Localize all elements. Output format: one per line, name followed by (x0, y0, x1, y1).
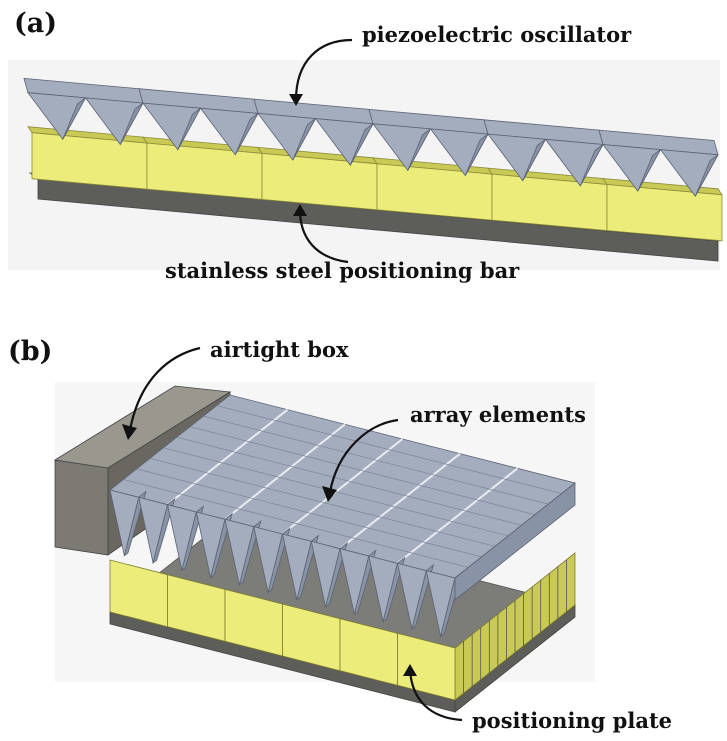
oscillator-prism-side (522, 138, 546, 181)
array-row-line (176, 436, 522, 526)
array-elements (109, 394, 576, 638)
array-prism-side (411, 563, 435, 631)
yellow-block-front (31, 132, 148, 190)
label-airtight-box: airtight box (210, 337, 349, 362)
array-prism-side (324, 541, 348, 609)
array-row-line (149, 457, 496, 547)
oscillator-prism-side (234, 113, 259, 155)
arrowheads (122, 94, 417, 676)
oscillator-prism-side (119, 102, 144, 145)
arrow-array-elements (328, 418, 399, 493)
array-row-line (216, 405, 562, 494)
array-row-line (203, 415, 549, 505)
array-side-face (454, 482, 576, 601)
array-prism-side (181, 505, 205, 572)
piezoelectric-oscillator-row (23, 77, 719, 197)
oscillator-prism-side (292, 118, 316, 161)
panel-a-label: (a) (14, 8, 57, 39)
oscillator-prism-side (694, 154, 719, 197)
array-row-line (163, 447, 509, 537)
yellow-backing-block (109, 552, 576, 701)
array-module-divider (396, 467, 519, 565)
panel-b-label: (b) (8, 336, 52, 367)
oscillator-prism-side (349, 123, 374, 166)
array-module-divider (166, 408, 289, 506)
oscillator-prism-side (579, 144, 604, 187)
yellow-block-front (376, 163, 493, 221)
label-positioning-bar: stainless steel positioning bar (165, 258, 520, 283)
array-prism-side (382, 556, 406, 623)
array-prism-side (353, 549, 377, 616)
yellow-block-front (146, 142, 263, 200)
yellow-block-front (261, 152, 378, 211)
array-prism-side (209, 512, 233, 579)
arrowhead-oscillator (289, 94, 303, 106)
arrowhead-positioning-plate (403, 664, 417, 676)
oscillator-prism-side (62, 97, 86, 140)
label-array-elements: array elements (410, 402, 586, 427)
array-module-divider (224, 423, 346, 521)
oscillator-prism-side (464, 133, 489, 176)
label-piezoelectric-oscillator: piezoelectric oscillator (362, 22, 632, 47)
callout-arrows (128, 38, 463, 722)
arrow-positioning-plate (408, 669, 463, 722)
array-row-line (189, 426, 536, 516)
arrowhead-airtight-box (122, 424, 137, 440)
array-row-line (136, 468, 482, 558)
yellow-block-front (491, 173, 608, 231)
oscillator-prism-side (407, 128, 431, 171)
panel-a (8, 60, 723, 270)
array-prism-side (267, 527, 291, 594)
oscillator-prism-side (637, 149, 661, 192)
array-module-divider (339, 452, 461, 550)
array-prism-side (296, 534, 320, 601)
array-prism-side (123, 490, 147, 557)
arrowhead-array-elements (322, 486, 337, 502)
label-positioning-plate: positioning plate (472, 708, 672, 733)
array-row-line (123, 479, 469, 568)
array-prism-side (238, 519, 262, 587)
arrowhead-bar (293, 204, 307, 216)
arrow-airtight-box (128, 346, 201, 431)
yellow-block-front (606, 184, 723, 242)
airtight-box-front (54, 459, 109, 556)
panel-b (53, 382, 595, 713)
array-prism-side (152, 497, 176, 565)
oscillator-prism-side (177, 107, 201, 150)
array-module-divider (281, 438, 404, 535)
arrow-piezoelectric-oscillator (294, 38, 353, 101)
arrow-positioning-bar (298, 209, 349, 264)
